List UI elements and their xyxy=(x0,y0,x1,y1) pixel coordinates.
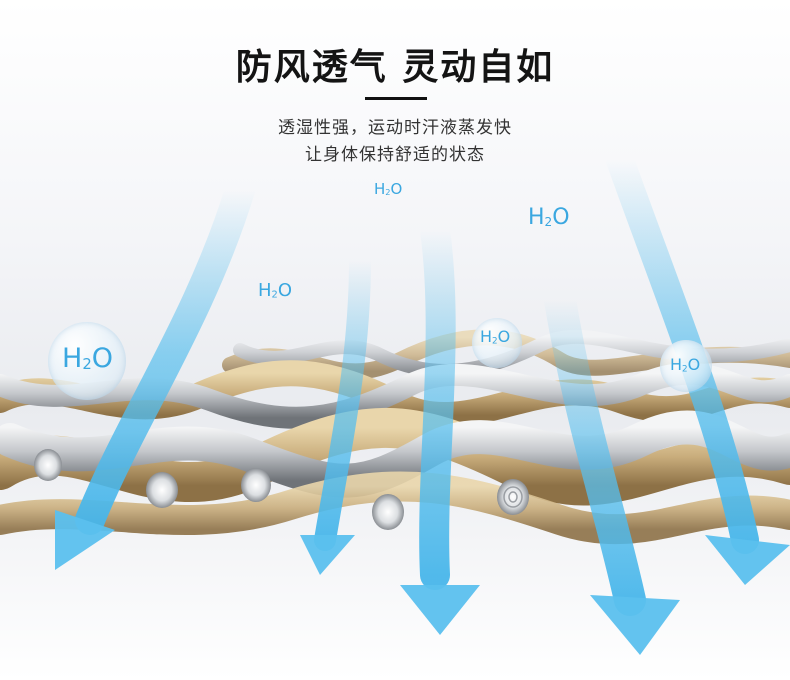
arrow-center-head xyxy=(400,585,480,635)
water-bubble xyxy=(48,322,126,400)
h2o-label: H2O xyxy=(62,343,114,374)
h2o-label: H2O xyxy=(374,180,403,198)
arrow-center-left-head xyxy=(300,535,355,575)
arrow-center-right-head xyxy=(590,595,680,655)
arrow-center-right xyxy=(544,284,646,616)
h2o-label: H2O xyxy=(258,280,293,301)
h2o-label: H2O xyxy=(528,205,570,230)
water-bubble xyxy=(660,340,712,392)
h2o-label: H2O xyxy=(670,355,701,375)
arrow-left-head xyxy=(55,510,115,570)
arrow-right-head xyxy=(705,535,790,585)
subtitle-line-1: 透湿性强，运动时汗液蒸发快 xyxy=(278,118,512,138)
arrow-center xyxy=(419,215,456,590)
subtitle-line-2: 让身体保持舒适的状态 xyxy=(305,145,485,165)
fiber-end-caps xyxy=(34,449,529,530)
water-bubble xyxy=(472,318,522,368)
title-underline xyxy=(365,97,427,100)
headline: 防风透气 灵动自如 xyxy=(235,47,555,88)
arrow-left xyxy=(75,175,255,535)
arrow-center-left xyxy=(314,249,371,551)
h2o-label: H2O xyxy=(480,327,511,347)
